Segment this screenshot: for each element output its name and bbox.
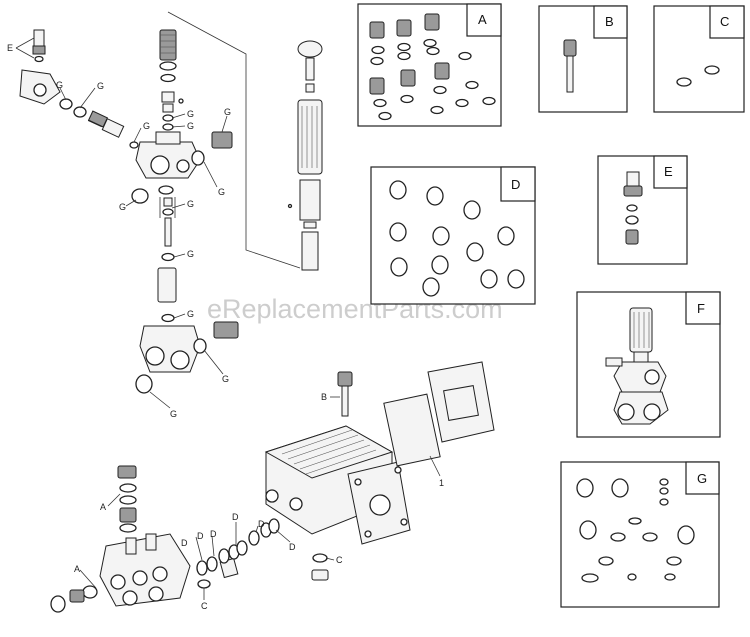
leader-lines xyxy=(15,37,441,600)
kit-g-box[interactable]: G xyxy=(560,461,720,608)
callout-b: B xyxy=(321,392,327,402)
kit-b-valve xyxy=(563,39,577,93)
callout-c: C xyxy=(201,601,208,611)
kit-c-oring xyxy=(704,65,720,75)
kit-g-label: G xyxy=(697,471,707,486)
unloader-exploded-view xyxy=(19,29,239,394)
kit-d-box[interactable]: D xyxy=(370,166,536,305)
callout-g: G xyxy=(143,121,150,131)
callout-g: G xyxy=(187,249,194,259)
callout-c: C xyxy=(336,555,343,565)
callout-d: D xyxy=(210,529,217,539)
callout-d: D xyxy=(232,512,239,522)
callout-a: A xyxy=(74,564,80,574)
callout-d: D xyxy=(289,542,296,552)
kit-a-valves xyxy=(369,13,450,95)
pump-rear-cover xyxy=(383,361,495,467)
callout-g: G xyxy=(56,80,63,90)
callout-g: G xyxy=(187,199,194,209)
callout-g: G xyxy=(97,81,104,91)
callout-g: G xyxy=(187,309,194,319)
callout-g: G xyxy=(187,121,194,131)
kit-c-label: C xyxy=(720,14,729,29)
callout-g: G xyxy=(187,109,194,119)
kit-c-oring xyxy=(676,77,692,87)
kit-e-label: E xyxy=(664,164,673,179)
callout-d: D xyxy=(258,519,265,529)
callout-g: G xyxy=(119,202,126,212)
kit-g-seals xyxy=(576,478,695,583)
pump-crankcase xyxy=(264,371,411,545)
kit-f-label: F xyxy=(697,301,705,316)
callout-a: A xyxy=(100,502,106,512)
kit-d-label: D xyxy=(511,177,520,192)
callout-d: D xyxy=(181,538,188,548)
callout-g: G xyxy=(170,409,177,419)
kit-b-label: B xyxy=(605,14,614,29)
kit-e-parts xyxy=(623,171,643,245)
kit-e-box[interactable]: E xyxy=(597,155,688,265)
callout-labels: E G G G G G G G G G G G G G B 1 A A D D … xyxy=(7,43,444,611)
kit-b-box[interactable]: B xyxy=(538,5,628,113)
kit-a-label: A xyxy=(478,12,487,27)
leader-bracket xyxy=(167,11,301,269)
kit-f-box[interactable]: F xyxy=(576,291,721,438)
unloader-cylinder-assembly xyxy=(287,40,323,271)
callout-d: D xyxy=(197,531,204,541)
callout-1: 1 xyxy=(439,478,444,488)
kit-a-orings xyxy=(370,38,496,121)
kit-f-unloader-assembly xyxy=(605,307,669,425)
pump-manifold xyxy=(50,465,239,613)
callout-g: G xyxy=(222,374,229,384)
kit-c-box[interactable]: C xyxy=(653,5,745,113)
callout-g: G xyxy=(218,187,225,197)
callout-g: G xyxy=(224,107,231,117)
kit-d-seals xyxy=(389,180,525,297)
kit-a-box[interactable]: A xyxy=(357,3,502,127)
callout-e: E xyxy=(7,43,13,53)
